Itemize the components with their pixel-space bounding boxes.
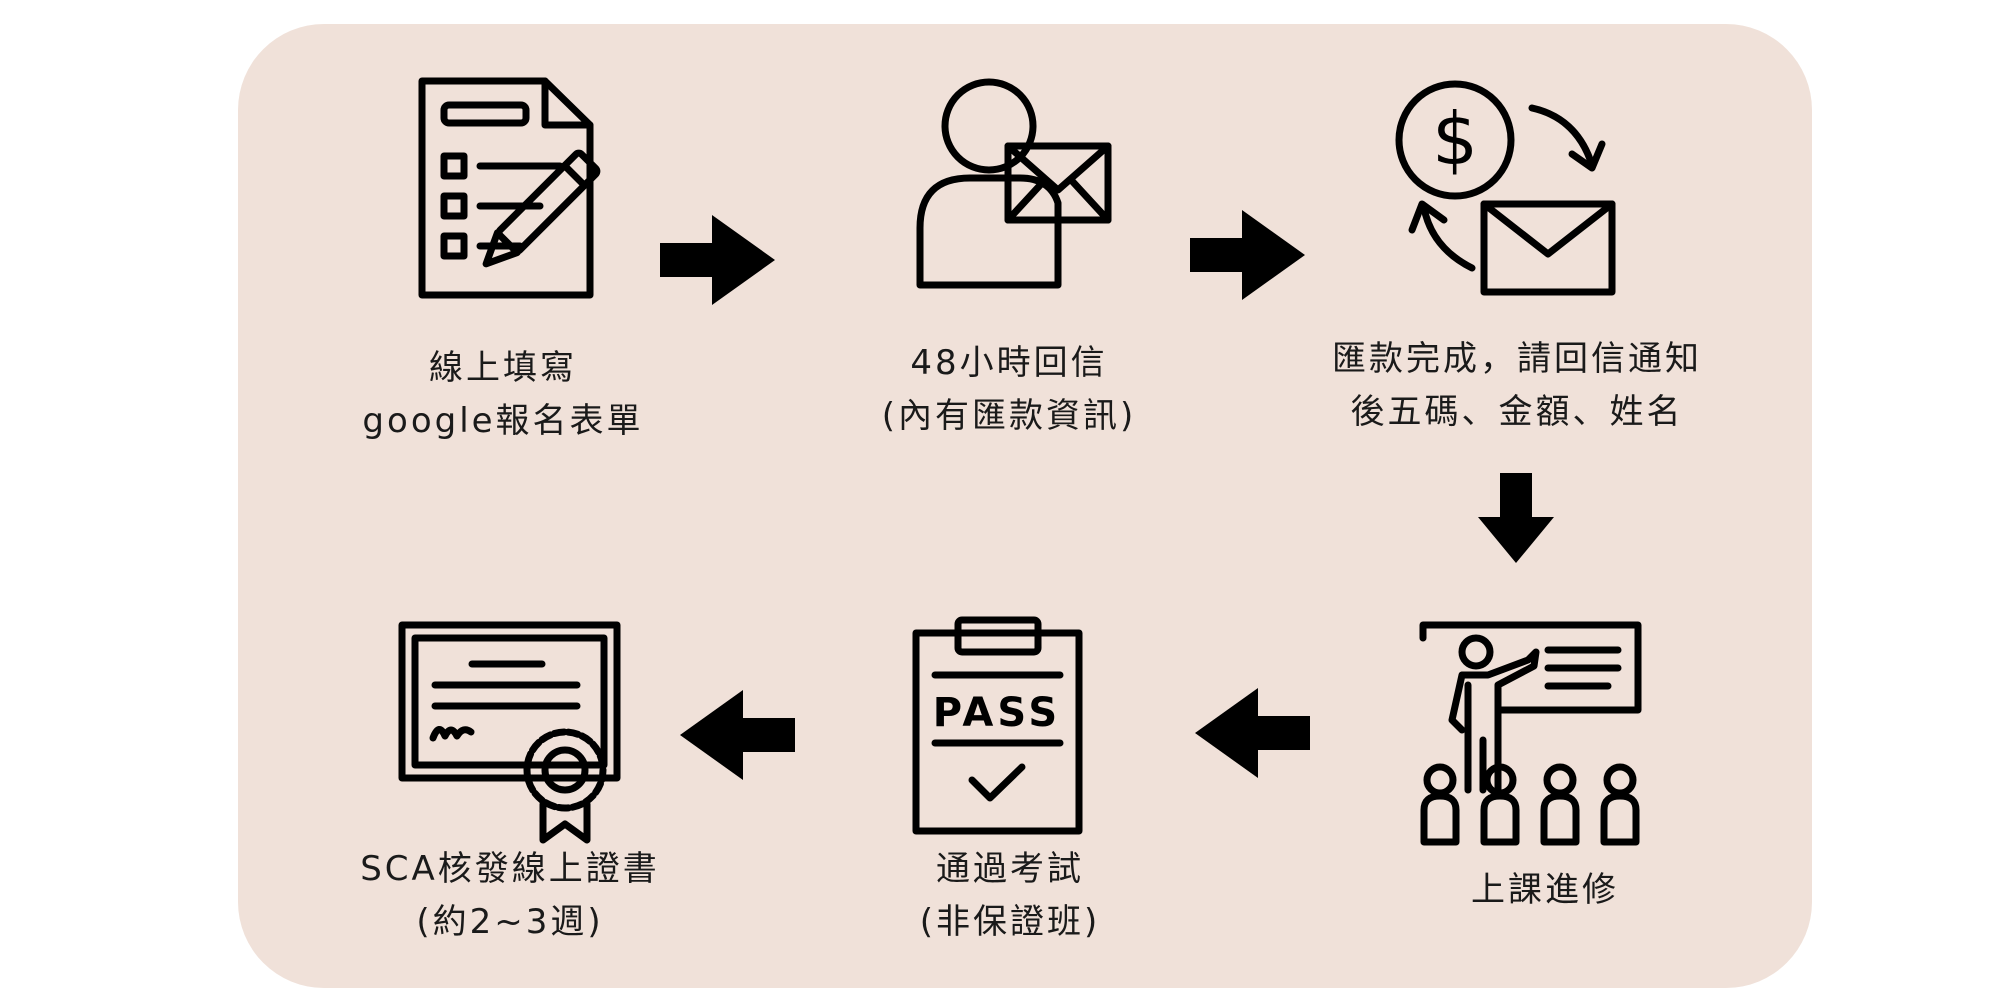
step-1-line2: google報名表單 — [362, 401, 644, 441]
step-2-line2: (內有匯款資訊) — [881, 396, 1137, 436]
money-mail-exchange-icon: $ — [1395, 80, 1616, 296]
certificate-icon — [398, 621, 621, 844]
pass-clipboard-icon: PASS — [912, 616, 1083, 835]
step-3-label: 匯款完成，請回信通知 後五碼、金額、姓名 — [1332, 333, 1702, 439]
step-1-label: 線上填寫 google報名表單 — [362, 342, 643, 448]
step-6-label: SCA核發線上證書 (約2~3週) — [360, 843, 660, 949]
step-5-line1: 通過考試 — [936, 849, 1084, 889]
arrow-right-icon-1 — [660, 215, 775, 305]
step-3-line1: 匯款完成，請回信通知 — [1332, 339, 1702, 379]
step-2-line1: 48小時回信 — [910, 343, 1108, 383]
pass-badge-text: PASS — [933, 690, 1061, 736]
classroom-teacher-icon — [1419, 621, 1642, 846]
step-4-label: 上課進修 — [1471, 864, 1619, 917]
step-6-line1: SCA核發線上證書 — [360, 849, 660, 889]
arrow-left-icon-1 — [1195, 688, 1310, 778]
form-pencil-icon — [418, 77, 601, 299]
process-panel — [238, 24, 1812, 988]
step-6-line2: (約2~3週) — [416, 902, 604, 942]
svg-text:$: $ — [1432, 97, 1478, 181]
person-mail-icon — [916, 78, 1112, 289]
step-4-line1: 上課進修 — [1471, 870, 1619, 910]
step-5-label: 通過考試 (非保證班) — [920, 843, 1101, 949]
step-3-line2: 後五碼、金額、姓名 — [1350, 392, 1684, 432]
arrow-left-icon-2 — [680, 690, 795, 780]
step-5-line2: (非保證班) — [919, 902, 1101, 942]
arrow-down-icon — [1478, 473, 1554, 563]
step-2-label: 48小時回信 (內有匯款資訊) — [882, 337, 1137, 443]
arrow-right-icon-2 — [1190, 210, 1305, 300]
step-1-line1: 線上填寫 — [428, 348, 577, 388]
